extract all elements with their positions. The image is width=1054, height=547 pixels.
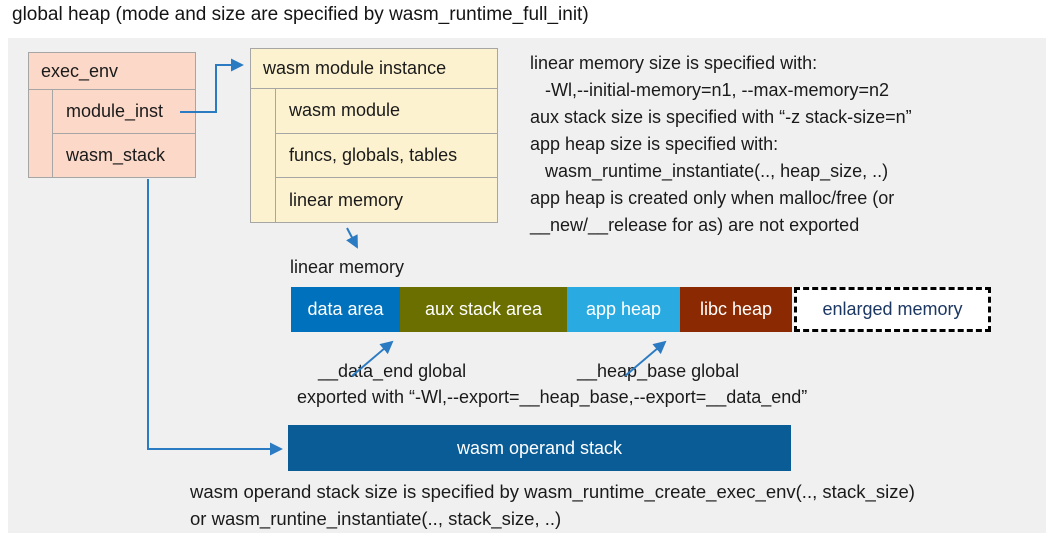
exec-env-indent-column — [29, 90, 53, 177]
note-line: aux stack size is specified with “-z sta… — [530, 107, 912, 127]
module-instance-row-funcs-globals-tables: funcs, globals, tables — [276, 134, 497, 179]
wasm-operand-stack-bar: wasm operand stack — [288, 425, 791, 471]
wasm-module-instance-header: wasm module instance — [251, 49, 497, 89]
note-line: app heap size is specified with: — [530, 134, 779, 154]
segment-aux-stack-area: aux stack area — [400, 287, 567, 332]
exported-with-label: exported with “-Wl,--export=__heap_base,… — [297, 387, 808, 407]
module-instance-row-linear-memory: linear memory — [289, 189, 404, 210]
module-instance-row-wasm-module: wasm module — [276, 89, 497, 134]
note-line: __new/__release for as) are not exported — [530, 215, 860, 235]
segment-libc-heap: libc heap — [680, 287, 792, 332]
exec-env-row-wasm-stack: wasm_stack — [66, 145, 166, 165]
note-line: -Wl,--initial-memory=n1, --max-memory=n2 — [530, 80, 890, 100]
segment-enlarged-memory: enlarged memory — [794, 287, 991, 332]
segment-data-area: data area — [291, 287, 400, 332]
exec-env-box: exec_env module_inst wasm_stack — [28, 52, 196, 178]
linear-memory-notes: linear memory size is specified with: -W… — [530, 50, 912, 239]
wasm-module-instance-box: wasm module instance wasm module funcs, … — [250, 48, 498, 223]
data-end-global-label: __data_end global — [318, 361, 467, 381]
note-line: or wasm_runtine_instantiate(.., stack_si… — [190, 508, 562, 529]
note-line: app heap is created only when malloc/fre… — [530, 188, 895, 208]
segment-app-heap: app heap — [567, 287, 680, 332]
note-line: wasm_runtime_instantiate(.., heap_size, … — [530, 161, 889, 181]
exec-env-header: exec_env — [29, 53, 195, 90]
heap-base-global-label: __heap_base global — [577, 361, 740, 381]
operand-stack-notes: wasm operand stack size is specified by … — [190, 478, 915, 532]
wasm-module-instance-indent-column — [251, 89, 276, 222]
linear-memory-caption: linear memory — [290, 257, 405, 277]
note-line: wasm operand stack size is specified by … — [190, 481, 915, 502]
diagram-title: global heap (mode and size are specified… — [12, 4, 589, 25]
note-line: linear memory size is specified with: — [530, 53, 818, 73]
exec-env-row-module-inst: module_inst — [53, 90, 195, 134]
